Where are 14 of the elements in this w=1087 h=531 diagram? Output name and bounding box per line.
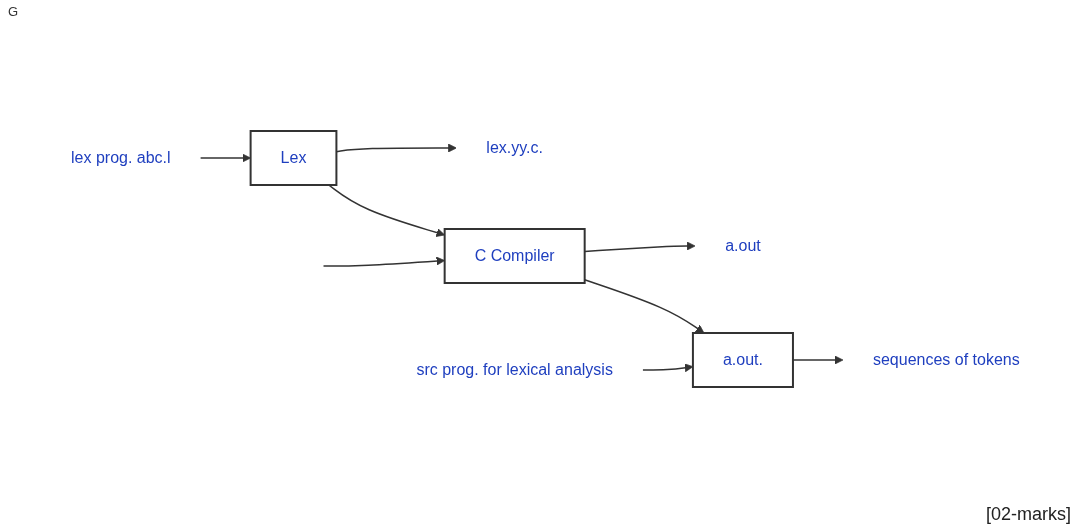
node-text: src prog. for lexical analysis	[416, 361, 613, 378]
arrow	[322, 256, 445, 267]
arrow	[327, 184, 445, 237]
node-text: sequences of tokens	[872, 351, 1020, 368]
node-box: a.out.	[691, 332, 794, 388]
node-box: Lex	[249, 130, 338, 186]
node-text: a.out	[724, 237, 761, 254]
node-box: C Compiler	[443, 228, 586, 284]
note-text: G	[8, 4, 19, 19]
node-text: lex.yy.c.	[486, 139, 543, 156]
arrow	[199, 153, 251, 163]
node-text: lex prog. abc.l	[70, 149, 171, 166]
note-text: [02-marks]	[985, 504, 1071, 525]
arrow	[641, 363, 693, 373]
